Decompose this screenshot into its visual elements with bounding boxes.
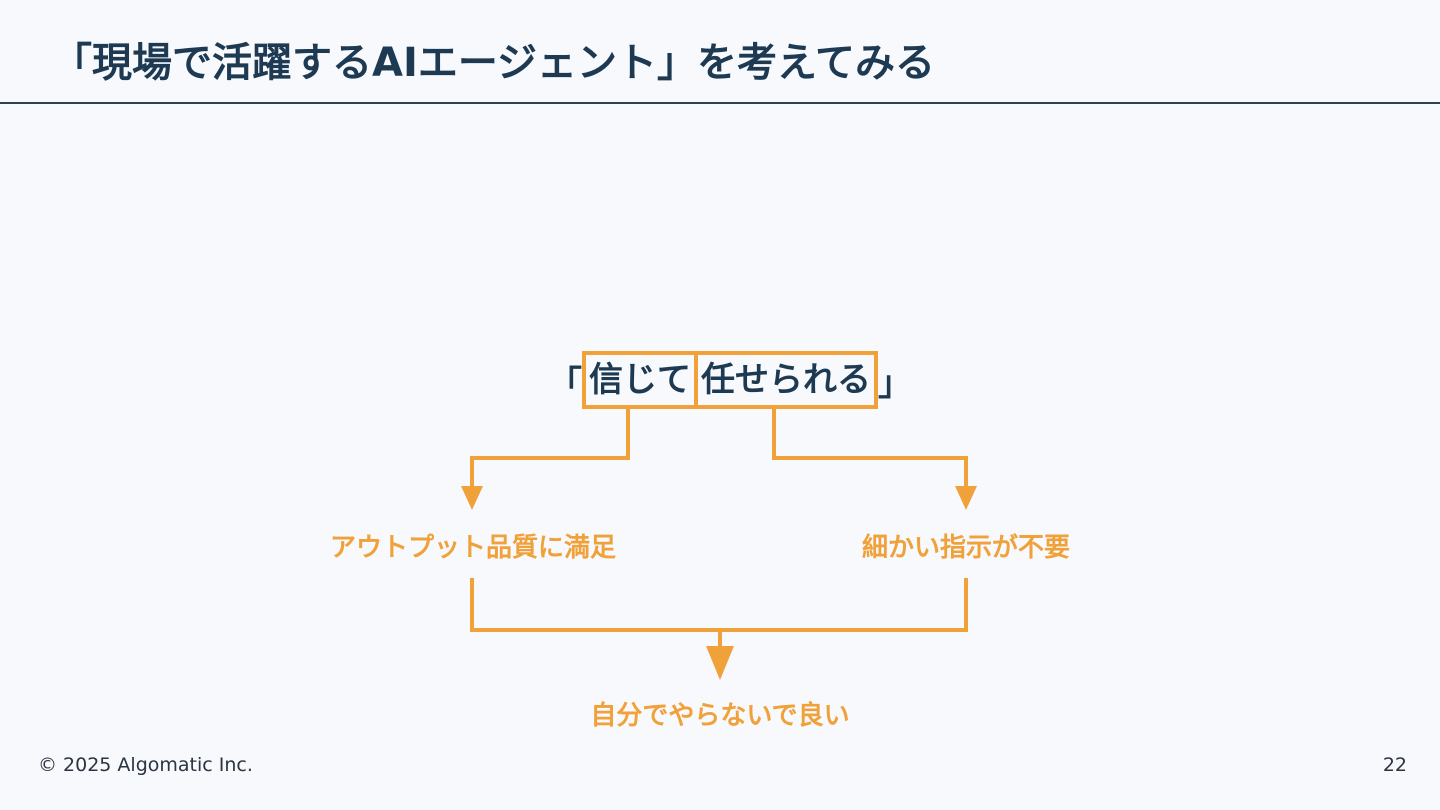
arrowhead-right — [955, 486, 977, 510]
connector-right-branch — [772, 408, 968, 490]
page-number: 22 — [1382, 754, 1407, 776]
title-divider — [0, 102, 1440, 104]
branch-left-label: アウトプット品質に満足 — [329, 533, 617, 563]
arrowhead-conclusion — [706, 646, 734, 680]
connector-left-branch — [470, 408, 630, 490]
arrowhead-left — [461, 486, 483, 510]
headline: 「信じて任せられる」 — [548, 351, 912, 409]
connector-merge — [470, 578, 968, 632]
headline-word-trust: 信じて — [582, 351, 698, 409]
headline-open-bracket: 「 — [548, 363, 582, 404]
headline-close-bracket: 」 — [878, 363, 912, 404]
headline-word-delegate: 任せられる — [694, 351, 878, 409]
footer-copyright: © 2025 Algomatic Inc. — [38, 754, 253, 776]
branch-right-label: 細かい指示が不要 — [861, 533, 1071, 563]
slide-title: 「現場で活躍するAIエージェント」を考えてみる — [52, 40, 936, 86]
conclusion-label: 自分でやらないで良い — [590, 701, 850, 731]
